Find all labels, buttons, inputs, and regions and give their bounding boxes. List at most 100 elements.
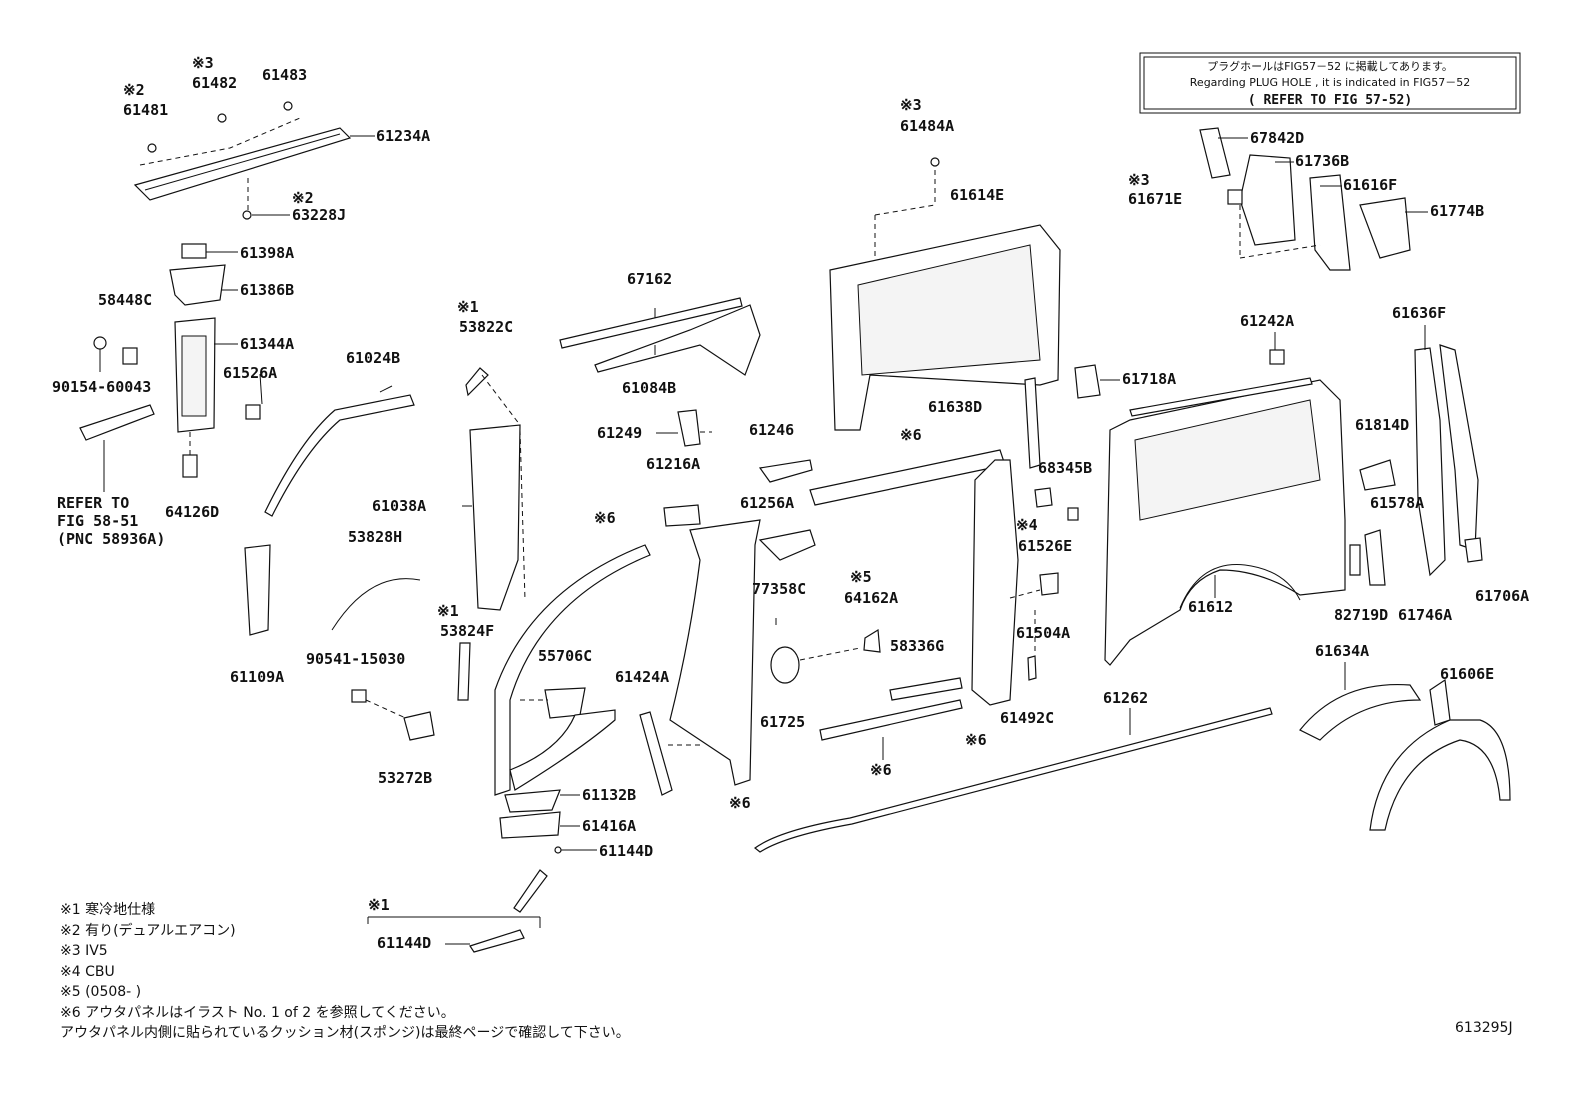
notice-line-1: プラグホールはFIG57－52 に掲載してあります。: [1207, 59, 1453, 73]
mark-61526E: ※4: [1016, 516, 1038, 534]
label-63228J: 63228J: [292, 206, 346, 224]
label-61736B: 61736B: [1295, 152, 1349, 170]
label-61612: 61612: [1188, 598, 1233, 616]
label-61481: 61481: [123, 101, 168, 119]
mark-61481: ※2: [123, 81, 145, 99]
mark-6-e: ※6: [965, 731, 987, 749]
left-pillar-group: [79, 243, 271, 636]
b-pillar-group: [639, 409, 881, 796]
quarter-panel-group: [1074, 349, 1346, 666]
label-53828H: 53828H: [348, 528, 402, 546]
label-61634A: 61634A: [1315, 642, 1369, 660]
label-61578A: 61578A: [1370, 494, 1424, 512]
mark-53822C: ※1: [457, 298, 479, 316]
label-61526A: 61526A: [223, 364, 277, 382]
legend-line: ※1 寒冷地仕様: [60, 902, 156, 918]
label-53824F: 53824F: [440, 622, 494, 640]
refer-note-line-1: REFER TO: [57, 494, 129, 512]
mark-6-b: ※6: [729, 794, 751, 812]
label-61616F: 61616F: [1343, 176, 1397, 194]
mark-63228J: ※2: [292, 189, 314, 207]
label-61084B: 61084B: [622, 379, 676, 397]
label-61386B: 61386B: [240, 281, 294, 299]
label-82719D: 82719D: [1334, 606, 1388, 624]
label-77358C: 77358C: [752, 580, 806, 598]
label-61706A: 61706A: [1475, 587, 1529, 605]
mark-6-a: ※6: [594, 509, 616, 527]
side-frame-upper-group: [829, 157, 1061, 431]
label-90154-60043: 90154-60043: [52, 378, 151, 396]
label-61526E: 61526E: [1018, 537, 1072, 555]
refer-note-line-2: FIG 58-51: [57, 512, 138, 530]
label-90541-15030: 90541-15030: [306, 650, 405, 668]
label-61424A: 61424A: [615, 668, 669, 686]
label-64162A: 64162A: [844, 589, 898, 607]
label-61038A: 61038A: [372, 497, 426, 515]
label-61144D-b: 61144D: [377, 934, 431, 952]
label-58336G: 58336G: [890, 637, 944, 655]
label-61249: 61249: [597, 424, 642, 442]
mark-61671E: ※3: [1128, 171, 1150, 189]
label-61256A: 61256A: [740, 494, 794, 512]
label-55706C: 55706C: [538, 647, 592, 665]
label-61483: 61483: [262, 66, 307, 84]
label-61814D: 61814D: [1355, 416, 1409, 434]
label-61262: 61262: [1103, 689, 1148, 707]
roof-rail-group: [133, 101, 375, 220]
center-pillar-group: [331, 367, 651, 913]
label-61725: 61725: [760, 713, 805, 731]
wheel-housing-group: [1299, 678, 1511, 831]
plug-hole-notice: プラグホールはFIG57－52 に掲載してあります。 Regarding PLU…: [1139, 52, 1521, 114]
part-labels: ※2 61481 ※3 61482 61483 61234A ※2 63228J…: [52, 54, 1529, 953]
label-61774B: 61774B: [1430, 202, 1484, 220]
legend-line: ※6 アウタパネルはイラスト No. 1 of 2 を参照してください。: [60, 1004, 455, 1021]
mark-6-c: ※6: [870, 761, 892, 779]
label-61484A: 61484A: [900, 117, 954, 135]
mark-6-d: ※6: [900, 426, 922, 444]
label-61416A: 61416A: [582, 817, 636, 835]
label-61132B: 61132B: [582, 786, 636, 804]
label-61024B: 61024B: [346, 349, 400, 367]
side-moulding-group: [754, 707, 1273, 853]
label-61638D: 61638D: [928, 398, 982, 416]
label-61504A: 61504A: [1016, 624, 1070, 642]
label-61746A: 61746A: [1398, 606, 1452, 624]
label-58448C: 58448C: [98, 291, 152, 309]
label-61242A: 61242A: [1240, 312, 1294, 330]
legend-line: ※2 有り(デュアルエアコン): [60, 922, 236, 939]
rear-pillar-group: [1349, 344, 1483, 586]
arrow-shape: [513, 869, 548, 913]
figure-number: 613295J: [1455, 1020, 1513, 1036]
label-61492C: 61492C: [1000, 709, 1054, 727]
roof-side-rail-group: [559, 297, 761, 376]
mark-53824F: ※1: [437, 602, 459, 620]
label-61671E: 61671E: [1128, 190, 1182, 208]
label-61216A: 61216A: [646, 455, 700, 473]
notice-line-2: Regarding PLUG HOLE , it is indicated in…: [1190, 76, 1470, 89]
door-opening-group: [809, 377, 1079, 741]
mark-61482: ※3: [192, 54, 214, 72]
part-61234A-shape: [133, 127, 352, 201]
label-61246: 61246: [749, 421, 794, 439]
label-53822C: 53822C: [459, 318, 513, 336]
refer-note-line-3: (PNC 58936A): [57, 530, 165, 548]
mark-61484A: ※3: [900, 96, 922, 114]
label-53272B: 53272B: [378, 769, 432, 787]
label-61234A: 61234A: [376, 127, 430, 145]
label-68345B: 68345B: [1038, 459, 1092, 477]
legend-line: ※4 CBU: [60, 963, 115, 980]
label-67162: 67162: [627, 270, 672, 288]
mark-64162A: ※5: [850, 568, 872, 586]
label-61482: 61482: [192, 74, 237, 92]
notice-line-3: ( REFER TO FIG 57-52): [1248, 93, 1412, 108]
label-67842D: 67842D: [1250, 129, 1304, 147]
label-64126D: 64126D: [165, 503, 219, 521]
label-61614E: 61614E: [950, 186, 1004, 204]
label-61636F: 61636F: [1392, 304, 1446, 322]
legend-line: アウタパネル内側に貼られているクッション材(スポンジ)は最終ページで確認して下さ…: [60, 1025, 630, 1041]
label-61109A: 61109A: [230, 668, 284, 686]
legend-line: ※3 IV5: [60, 943, 108, 959]
mark-61144D-b: ※1: [368, 896, 390, 914]
